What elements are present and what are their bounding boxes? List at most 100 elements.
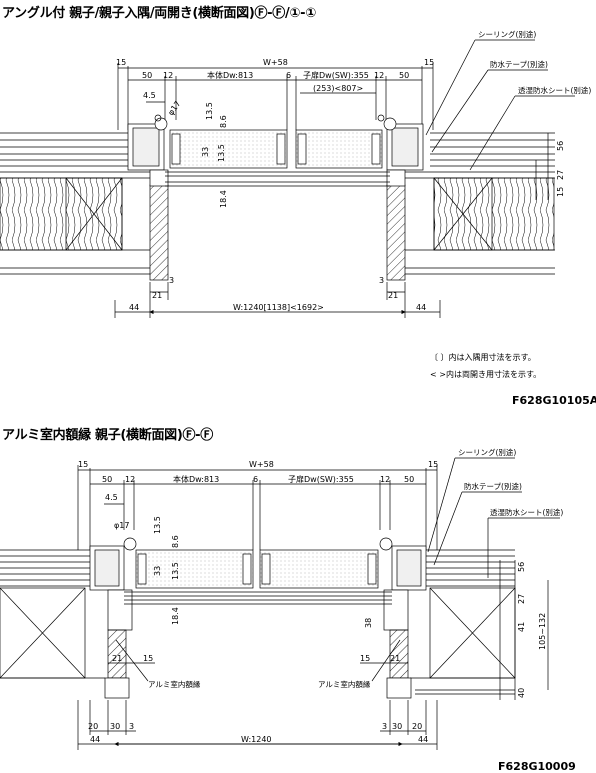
d1-dim-3-right: 3	[379, 276, 384, 285]
d2-dim-total: W+58	[249, 460, 274, 469]
diagram1	[0, 39, 575, 318]
d2-callout-sheet: 透湿防水シート(別途)	[490, 507, 563, 517]
d2-frame-label-left: アルミ室内額縁	[148, 679, 201, 689]
d2-dim-15-bottom-right: 15	[360, 654, 370, 663]
d1-dim-18-4: 18.4	[219, 190, 228, 208]
d2-dim-3-left: 3	[129, 722, 134, 731]
d2-dim-27: 27	[517, 594, 526, 604]
d1-dim-width: W:1240[1138]<1692>	[233, 303, 324, 312]
d2-dim-20-right: 20	[412, 722, 422, 731]
d1-dim-body: 本体Dw:813	[207, 70, 253, 80]
d1-dim-dia17: φ17	[166, 99, 182, 117]
d1-frame-left	[127, 114, 169, 187]
d2-dim-child: 子扉Dw(SW):355	[288, 474, 354, 484]
d1-dim-44-left: 44	[129, 303, 139, 312]
d2-dim-top	[77, 465, 438, 550]
d2-dim-40: 40	[517, 688, 526, 698]
d1-dim-50-right: 50	[399, 71, 409, 80]
d2-callout-sealing: シーリング(別途)	[458, 447, 516, 457]
d1-labels: 15 W+58 15 50 12 本体Dw:813 6 子扉Dw(SW):355…	[116, 29, 591, 312]
d2-dim-15-bottom-left: 15	[143, 654, 153, 663]
d2-dim-50-left: 50	[102, 475, 112, 484]
d2-dim-44-right: 44	[418, 735, 428, 744]
d1-dim-8-6: 8.6	[219, 115, 228, 128]
d2-dim-dia17: φ17	[114, 521, 129, 530]
d2-dim-body: 本体Dw:813	[173, 474, 219, 484]
d2-dim-18-4: 18.4	[171, 607, 180, 625]
d2-frame-label-right: アルミ室内額縁	[318, 679, 371, 689]
d1-dim-33: 33	[201, 147, 210, 157]
d1-dim-21-right: 21	[388, 291, 398, 300]
d2-dim-8-6: 8.6	[171, 535, 180, 548]
d2-dim-56: 56	[517, 562, 526, 572]
d2-dim-width: W:1240	[241, 735, 272, 744]
d1-dim-4-5: 4.5	[143, 91, 156, 100]
d2-dim-15-right: 15	[428, 460, 438, 469]
d1-dim-bottom	[114, 282, 441, 318]
d2-dim-21-right: 21	[390, 654, 400, 663]
d2-dim-30-right: 30	[392, 722, 402, 731]
d1-dim-total: W+58	[263, 58, 288, 67]
d1-jamb-left	[149, 184, 169, 281]
d1-dim-6: 6	[286, 71, 291, 80]
d2-wall	[0, 549, 516, 695]
d2-dim-right	[499, 560, 549, 700]
d2-callout-leaders	[115, 457, 560, 682]
d1-dim-15-left: 15	[116, 58, 126, 67]
d1-dim-child: 子扉Dw(SW):355	[303, 70, 369, 80]
d1-dim-3-left: 3	[169, 276, 174, 285]
d1-dim-21-left: 21	[152, 291, 162, 300]
d1-dim-44-right: 44	[416, 303, 426, 312]
d1-frame-right	[377, 114, 424, 187]
d1-dim-56: 56	[556, 141, 565, 151]
diagram2-code: F628G10009	[498, 760, 576, 773]
d1-dim-15-right: 15	[424, 58, 434, 67]
d2-dim-21-left: 21	[112, 654, 122, 663]
d2-dim-50-right: 50	[404, 475, 414, 484]
d1-wall	[0, 132, 555, 275]
d1-dim-13-5b: 13.5	[217, 144, 226, 162]
d1-dim-27: 27	[556, 170, 565, 180]
diagram1-title: アングル付 親子/親子入隅/両開き(横断面図)Ⓕ-Ⓕ/①-①	[2, 6, 316, 21]
d2-dim-33: 33	[153, 566, 162, 576]
d2-dim-38: 38	[364, 618, 373, 628]
note-double: < >内は両開き用寸法を示す。	[430, 370, 542, 379]
d1-callout-tape: 防水テープ(別途)	[490, 59, 548, 69]
diagram1-code: F628G10105A	[512, 394, 596, 407]
d1-callout-sheet: 透湿防水シート(別途)	[518, 85, 591, 95]
d1-dim-right	[535, 133, 549, 200]
d1-door-leaves	[165, 129, 390, 187]
d2-dim-4-5: 4.5	[105, 493, 118, 502]
d1-dim-13-5a: 13.5	[205, 102, 214, 120]
d2-frame-right	[379, 537, 427, 699]
d1-dim-15-v: 15	[556, 187, 565, 197]
d1-dim-12-right: 12	[374, 71, 384, 80]
note-corner: 〔 〕内は入隅用寸法を示す。	[430, 353, 536, 362]
d2-callout-tape: 防水テープ(別途)	[464, 481, 522, 491]
d2-frame-left	[89, 537, 137, 699]
d1-callout-leaders	[425, 39, 575, 171]
d2-dim-15-left: 15	[78, 460, 88, 469]
d2-dim-bottom	[77, 662, 438, 750]
d2-dim-13-5a: 13.5	[153, 516, 162, 534]
d1-dim-12-left: 12	[163, 71, 173, 80]
d2-dim-range: 105~132	[538, 613, 547, 650]
d2-door-leaves	[124, 549, 392, 605]
d2-dim-12-right: 12	[380, 475, 390, 484]
d1-dim-top	[117, 63, 434, 130]
d2-dim-6: 6	[253, 475, 258, 484]
d2-dim-12-left: 12	[125, 475, 135, 484]
d2-dim-30-left: 30	[110, 722, 120, 731]
d2-dim-20-left: 20	[88, 722, 98, 731]
d1-jamb-right	[386, 184, 406, 281]
diagram2	[0, 457, 560, 750]
d2-dim-13-5b: 13.5	[171, 562, 180, 580]
d1-dim-50-left: 50	[142, 71, 152, 80]
d1-dim-alt: (253)<807>	[313, 84, 363, 93]
d2-dim-41: 41	[517, 622, 526, 632]
d2-dim-3-right: 3	[382, 722, 387, 731]
d2-labels: 15 W+58 15 50 12 本体Dw:813 6 子扉Dw(SW):355…	[78, 447, 563, 744]
d2-dim-44-left: 44	[90, 735, 100, 744]
diagram2-title: アルミ室内額縁 親子(横断面図)Ⓕ-Ⓕ	[2, 428, 213, 443]
